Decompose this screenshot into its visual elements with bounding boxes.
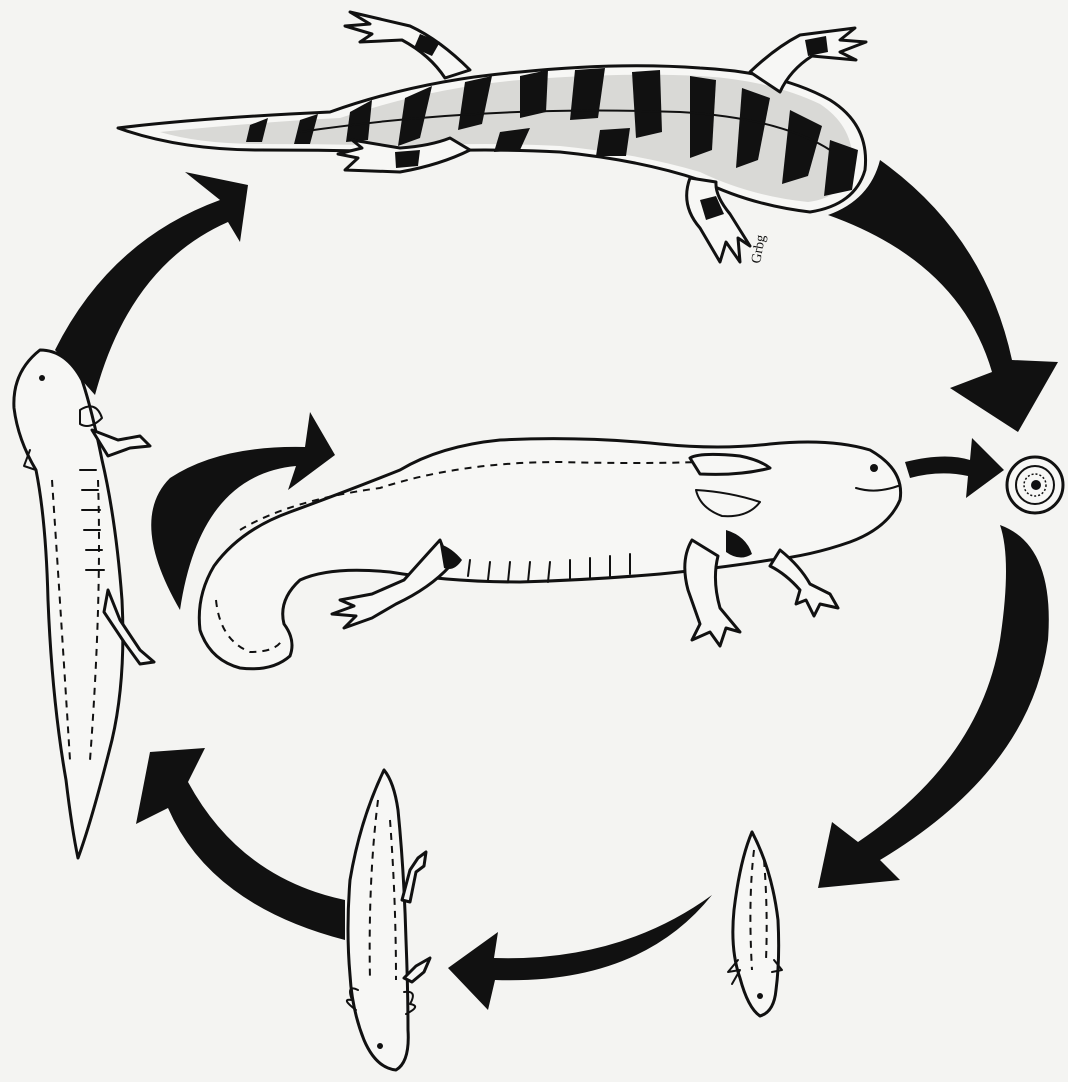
arrow-forelimbs-to-fourlimbs [136,748,345,940]
arrow-axolotl-to-egg [905,438,1004,498]
artist-signature: Grbg [749,234,769,265]
arrow-larva-to-adult [55,172,248,395]
larva-four-limbs-icon [14,350,154,858]
arrow-egg-to-hatchling [818,525,1049,888]
salamander-adult-icon: Grbg [118,12,866,265]
larva-hatchling-icon [728,832,782,1016]
larva-forelimbs-icon [347,770,430,1070]
arrow-adult-to-egg [828,160,1058,432]
egg-icon [1007,457,1063,513]
arrow-hatchling-to-forelimbs [448,895,712,1010]
